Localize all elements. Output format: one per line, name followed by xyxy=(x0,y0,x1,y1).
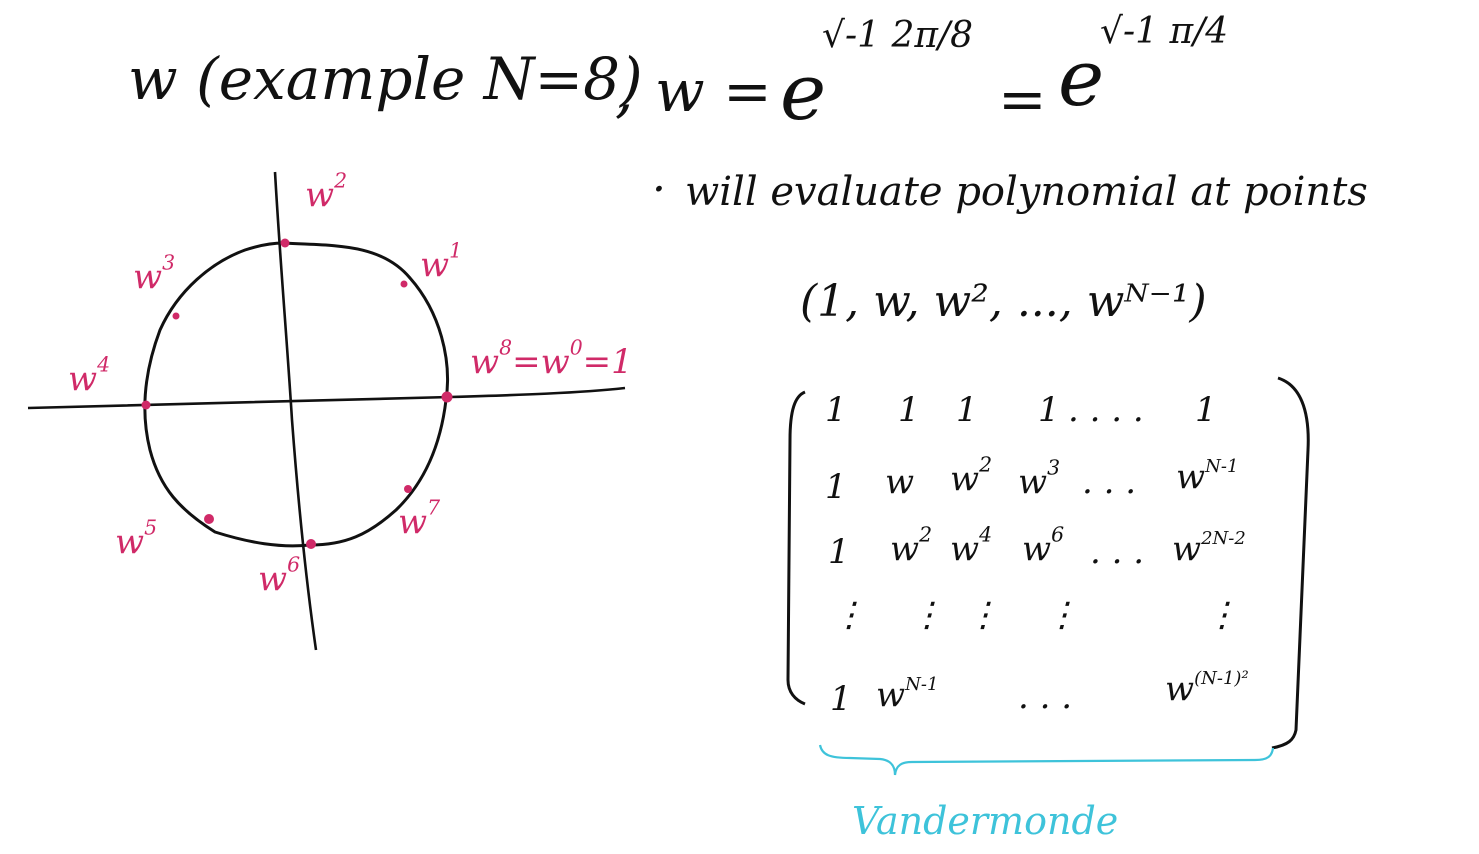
matrix-r2-dots: . . . xyxy=(1090,532,1145,572)
real-axis xyxy=(27,386,626,410)
matrix-r1-c1: w xyxy=(885,462,915,502)
label-w4: w4 xyxy=(68,352,111,399)
matrix-r1-c2: w2 xyxy=(950,452,993,499)
matrix-r2-c2: w4 xyxy=(950,522,993,569)
matrix-r1-c0: 1 xyxy=(825,467,847,507)
matrix-r1-c5: wN-1 xyxy=(1176,455,1239,497)
point-w6 xyxy=(306,539,316,549)
title-omega-definition: w (example N=8) xyxy=(128,50,643,108)
right-bracket xyxy=(1271,376,1310,750)
point-w2 xyxy=(280,238,290,248)
label-w6: w6 xyxy=(258,552,301,599)
label-w2: w2 xyxy=(305,168,348,215)
title-w-equals: w = xyxy=(655,57,772,125)
points-set: (1, w, w², ..., wᴺ⁻¹) xyxy=(800,276,1207,327)
point-w7 xyxy=(404,485,412,493)
point-w0 xyxy=(441,391,453,403)
note-evaluate-text: will evaluate polynomial at points xyxy=(685,169,1368,215)
label-w3: w3 xyxy=(133,250,176,297)
matrix-r2-c1: w2 xyxy=(890,522,933,569)
matrix-r0-c5: 1 xyxy=(1195,390,1217,430)
point-w5 xyxy=(204,514,214,524)
matrix-r1-dots: . . . xyxy=(1082,462,1137,502)
title-exponent-first: √-1 2π/8 xyxy=(822,15,974,56)
matrix-r4-c5: w(N-1)² xyxy=(1165,667,1249,709)
label-w5: w5 xyxy=(115,515,158,562)
unit-circle xyxy=(143,241,449,548)
matrix-r0-c1: 1 xyxy=(898,390,920,430)
label-w8-equals-w0-equals-1: w8=w0=1 xyxy=(470,335,633,382)
point-w1 xyxy=(400,280,408,288)
matrix-r0-c2: 1 xyxy=(956,390,978,430)
matrix-r4-dots: . . . xyxy=(1018,677,1073,717)
matrix-r3-c1: ⋮ xyxy=(910,595,944,635)
title-lhs: w (example N=8) xyxy=(128,45,643,113)
matrix-r1-c3: w3 xyxy=(1018,455,1061,502)
title-exponent-second: √-1 π/4 xyxy=(1100,11,1229,52)
underbrace xyxy=(818,744,1275,776)
label-w1: w1 xyxy=(420,238,463,285)
title-e-second: e xyxy=(1058,34,1105,124)
note-bullet: · xyxy=(652,164,666,215)
matrix-r2-c3: w6 xyxy=(1022,522,1065,569)
matrix-r0-c3: 1 xyxy=(1038,390,1060,430)
left-bracket xyxy=(786,390,806,706)
matrix-r0-c0: 1 xyxy=(825,390,847,430)
matrix-r3-c5: ⋮ xyxy=(1205,595,1239,635)
vandermonde-label: Vandermonde xyxy=(852,799,1119,843)
title-equals: = xyxy=(998,65,1047,133)
matrix-r4-c1: wN-1 xyxy=(876,673,939,715)
matrix-r3-c0: ⋮ xyxy=(832,595,866,635)
label-w7: w7 xyxy=(398,495,441,542)
imaginary-axis xyxy=(273,171,318,651)
matrix-r4-c0: 1 xyxy=(830,679,852,719)
point-w3 xyxy=(172,312,180,320)
matrix-r2-c5: w2N-2 xyxy=(1172,527,1246,569)
title-comma: , xyxy=(615,57,634,125)
title-e-first: e xyxy=(780,48,827,138)
matrix-r0-dots: . . . . xyxy=(1068,390,1144,430)
point-w4 xyxy=(141,400,151,410)
matrix-r3-c3: ⋮ xyxy=(1045,595,1079,635)
matrix-r3-c2: ⋮ xyxy=(966,595,1000,635)
matrix-r2-c0: 1 xyxy=(828,532,850,572)
